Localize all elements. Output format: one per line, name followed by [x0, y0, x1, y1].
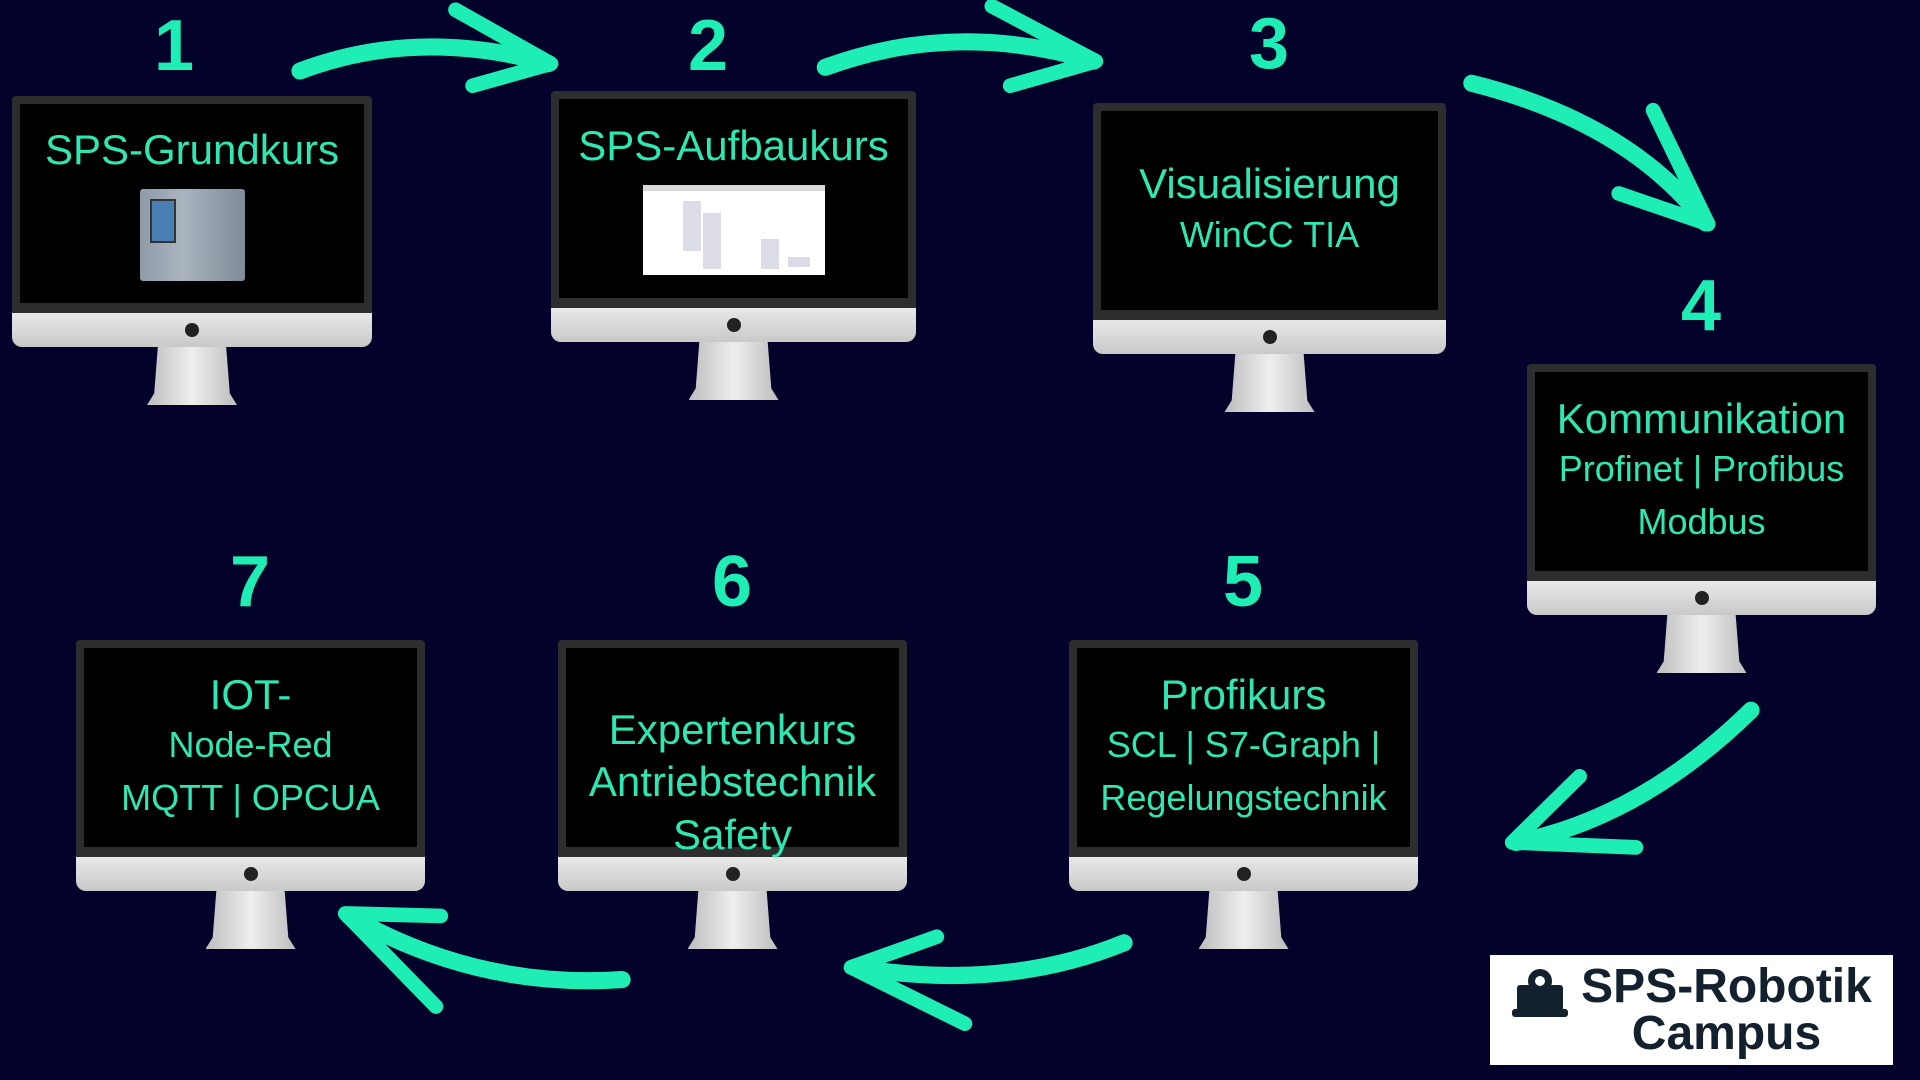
step-subtitle: WinCC TIA: [1179, 213, 1360, 255]
step-title: Kommunikation: [1556, 395, 1847, 443]
arrow-4-to-5: [1504, 701, 1760, 855]
step-title: Profikurs: [1160, 671, 1327, 719]
arrow-6-to-7: [337, 906, 631, 1014]
step-number-5: 5: [1222, 542, 1264, 622]
brand-logo: SPS-Robotik Campus: [1490, 955, 1893, 1065]
monitor-step-1: SPS-Grundkurs: [12, 96, 372, 405]
arrow-3-to-4: [1463, 74, 1716, 232]
monitor-step-3: Visualisierung WinCC TIA: [1093, 103, 1446, 412]
logo-line-2: Campus: [1631, 1007, 1822, 1060]
step-subtitle: Antriebstechnik: [588, 758, 877, 805]
step-title: Visualisierung: [1139, 160, 1400, 208]
monitor-step-6: Expertenkurs Antriebstechnik Safety: [558, 640, 907, 949]
step-number-6: 6: [711, 542, 753, 622]
arrow-5-to-6: [843, 929, 1133, 1032]
step-subtitle: MQTT | OPCUA: [121, 776, 380, 818]
logo-line-1: SPS-Robotik: [1581, 959, 1872, 1013]
step-number-1: 1: [153, 6, 195, 86]
monitor-step-7: IOT- Node-Red MQTT | OPCUA: [76, 640, 425, 949]
step-title: SPS-Grundkurs: [44, 126, 340, 174]
monitor-step-5: Profikurs SCL | S7-Graph | Regelungstech…: [1069, 640, 1418, 949]
step-subtitle: Profinet | Profibus: [1558, 448, 1845, 490]
step-title: IOT-: [209, 671, 292, 719]
step-title: SPS-Aufbaukurs: [578, 122, 889, 170]
arrow-1-to-2: [291, 2, 559, 94]
step-subtitle: Safety: [672, 810, 793, 858]
step-number-2: 2: [687, 6, 729, 86]
step-number-7: 7: [229, 542, 271, 622]
laptop-gear-icon: [1512, 969, 1569, 1017]
step-number-4: 4: [1680, 266, 1722, 346]
step-subtitle: Modbus: [1637, 500, 1766, 542]
ladder-diagram-image: [642, 184, 825, 275]
monitor-step-4: Kommunikation Profinet | Profibus Modbus: [1527, 364, 1876, 673]
step-title: Expertenkurs: [608, 705, 857, 753]
step-number-3: 3: [1248, 4, 1290, 84]
monitor-step-2: SPS-Aufbaukurs: [551, 91, 916, 400]
arrow-2-to-3: [816, 0, 1104, 94]
step-subtitle: SCL | S7-Graph |: [1106, 724, 1381, 766]
step-subtitle: Regelungstechnik: [1100, 776, 1387, 818]
plc-cpu-image: [139, 188, 245, 281]
step-subtitle: Node-Red: [168, 724, 333, 766]
